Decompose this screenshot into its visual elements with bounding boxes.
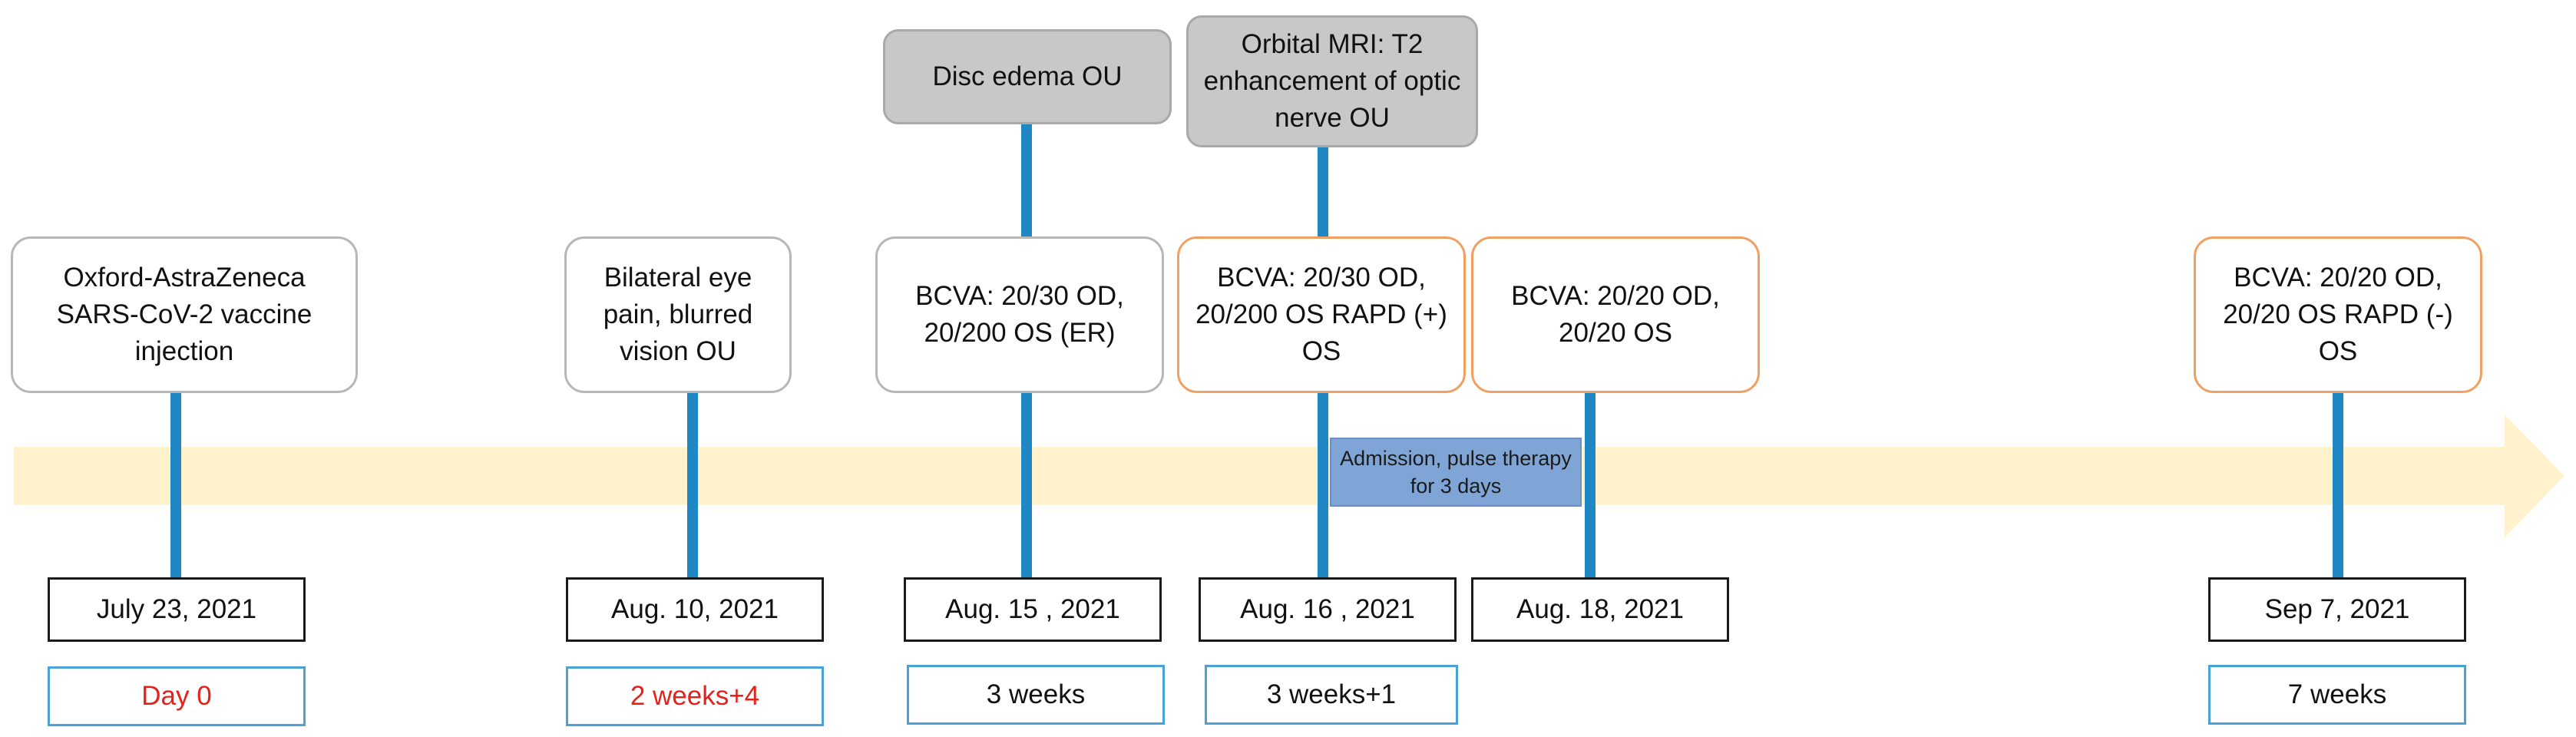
date-box-1: July 23, 2021: [48, 577, 306, 642]
connector-6: [2333, 392, 2343, 582]
treatment-box: Admission, pulse therapy for 3 days: [1330, 438, 1582, 507]
finding-orbital-mri: Orbital MRI: T2 enhancement of optic ner…: [1186, 15, 1478, 147]
elapsed-box-4: 3 weeks+1: [1205, 665, 1458, 725]
date-box-6: Sep 7, 2021: [2208, 577, 2466, 642]
finding-disc-edema-text: Disc edema OU: [932, 61, 1123, 91]
date-text: Aug. 18, 2021: [1516, 594, 1684, 624]
connector-5: [1585, 392, 1596, 582]
connector-1: [170, 392, 181, 582]
date-text: July 23, 2021: [96, 594, 257, 624]
event-vaccine: Oxford-AstraZeneca SARS-CoV-2 vaccine in…: [11, 236, 358, 393]
event-bcva-aug18-text: BCVA: 20/20 OD, 20/20 OS: [1511, 280, 1720, 348]
event-eye-pain-text: Bilateral eye pain, blurred vision OU: [603, 262, 753, 367]
elapsed-text: 3 weeks: [986, 679, 1086, 709]
elapsed-text: 3 weeks+1: [1266, 679, 1397, 709]
connector-2: [687, 392, 698, 582]
finding-disc-edema: Disc edema OU: [883, 29, 1172, 124]
date-text: Sep 7, 2021: [2264, 594, 2410, 624]
event-bcva-aug16: BCVA: 20/30 OD, 20/200 OS RAPD (+) OS: [1177, 236, 1466, 393]
elapsed-text: Day 0: [141, 681, 212, 711]
event-bcva-aug15-text: BCVA: 20/30 OD, 20/200 OS (ER): [915, 280, 1124, 348]
event-bcva-aug16-text: BCVA: 20/30 OD, 20/200 OS RAPD (+) OS: [1195, 262, 1447, 367]
elapsed-text: 2 weeks+4: [630, 681, 760, 711]
event-bcva-sep7-text: BCVA: 20/20 OD, 20/20 OS RAPD (-) OS: [2223, 262, 2453, 367]
event-bcva-aug18: BCVA: 20/20 OD, 20/20 OS: [1471, 236, 1760, 393]
elapsed-box-3: 3 weeks: [907, 665, 1165, 725]
date-box-4: Aug. 16 , 2021: [1199, 577, 1457, 642]
finding-orbital-mri-text: Orbital MRI: T2 enhancement of optic ner…: [1203, 28, 1461, 134]
date-box-3: Aug. 15 , 2021: [904, 577, 1162, 642]
date-text: Aug. 15 , 2021: [945, 594, 1120, 624]
elapsed-box-1: Day 0: [48, 666, 306, 726]
event-bcva-sep7: BCVA: 20/20 OD, 20/20 OS RAPD (-) OS: [2194, 236, 2482, 393]
elapsed-box-2: 2 weeks+4: [566, 666, 824, 726]
treatment-text: Admission, pulse therapy for 3 days: [1340, 446, 1572, 497]
elapsed-box-6: 7 weeks: [2208, 665, 2466, 725]
elapsed-text: 7 weeks: [2287, 679, 2387, 709]
event-bcva-aug15: BCVA: 20/30 OD, 20/200 OS (ER): [875, 236, 1164, 393]
date-box-2: Aug. 10, 2021: [566, 577, 824, 642]
date-text: Aug. 10, 2021: [611, 594, 779, 624]
event-vaccine-text: Oxford-AstraZeneca SARS-CoV-2 vaccine in…: [56, 262, 312, 367]
date-text: Aug. 16 , 2021: [1240, 594, 1415, 624]
event-eye-pain: Bilateral eye pain, blurred vision OU: [564, 236, 792, 393]
date-box-5: Aug. 18, 2021: [1471, 577, 1729, 642]
